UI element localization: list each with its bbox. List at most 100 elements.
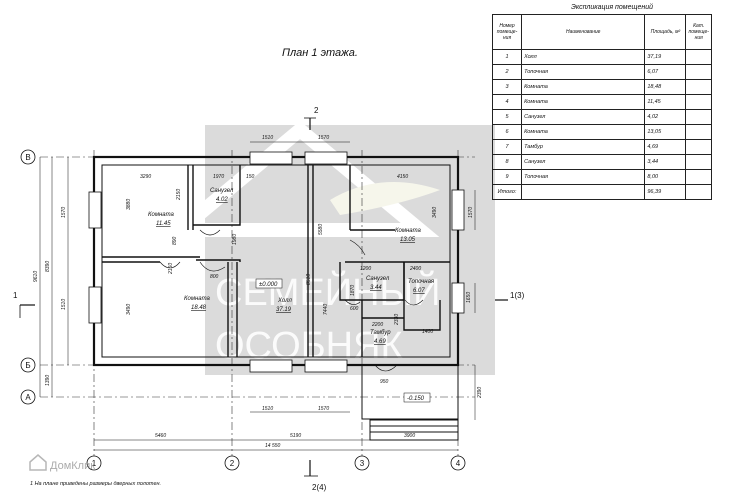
axis-marker-col-4: 4 <box>450 455 466 471</box>
level-mark-porch: -0.150 <box>403 392 431 403</box>
svg-text:1970: 1970 <box>213 174 224 180</box>
level-mark-main: ±0.000 <box>255 278 283 289</box>
svg-text:2390: 2390 <box>477 387 483 399</box>
schedule-grid: Номер помеще-ния Наименование Площадь, м… <box>491 14 712 200</box>
watermark-line-1: СЕМЕЙНЫЙ <box>215 269 441 314</box>
svg-text:1870: 1870 <box>350 285 356 296</box>
porch <box>361 364 459 441</box>
room-label-wc-2: Санузел 3.44 <box>366 276 390 291</box>
svg-text:3490: 3490 <box>432 207 438 218</box>
svg-text:13.05: 13.05 <box>400 237 416 243</box>
room-label-bedroom-1: Комната 11.45 <box>148 212 175 227</box>
table-row: 8 Санузел 3,44 <box>491 154 712 170</box>
svg-text:6.07: 6.07 <box>413 288 425 294</box>
svg-text:2400: 2400 <box>409 266 421 272</box>
section-mark-top: 2 <box>304 106 319 130</box>
svg-text:2150: 2150 <box>176 189 182 201</box>
windows <box>88 151 465 373</box>
axis-marker-col-2: 2 <box>224 455 240 471</box>
room-label-boiler: Топочная 6.07 <box>408 279 435 294</box>
svg-text:1(3): 1(3) <box>510 291 525 300</box>
door-swings <box>159 229 424 372</box>
svg-text:1400: 1400 <box>422 329 433 335</box>
svg-text:3900: 3900 <box>404 433 415 439</box>
svg-text:4.02: 4.02 <box>216 197 228 203</box>
table-row: 3 Комната 18,48 <box>491 79 712 95</box>
svg-text:1510: 1510 <box>262 406 273 412</box>
svg-text:600: 600 <box>350 306 359 312</box>
svg-text:150: 150 <box>246 174 255 180</box>
axis-marker-row-b: Б <box>20 357 36 373</box>
table-row: 5 Санузел 4,02 <box>491 109 712 125</box>
section-mark-right: 1(3) <box>495 291 525 301</box>
room-label-wc-1: Санузел 4.02 <box>210 188 234 203</box>
svg-text:800: 800 <box>210 274 219 280</box>
svg-text:1: 1 <box>13 291 18 300</box>
total-label: Итого: <box>491 184 523 200</box>
svg-text:4: 4 <box>456 459 461 468</box>
room-label-hall: Холл 37.19 <box>276 298 292 313</box>
svg-text:890: 890 <box>172 236 178 245</box>
svg-text:4.69: 4.69 <box>374 339 386 345</box>
svg-text:5190: 5190 <box>290 433 301 439</box>
svg-text:18.48: 18.48 <box>191 305 207 311</box>
svg-text:Санузел: Санузел <box>210 188 234 194</box>
axis-marker-col-1: 1 <box>86 455 102 471</box>
svg-text:1: 1 <box>92 459 97 468</box>
svg-text:8390: 8390 <box>45 261 51 272</box>
table-total-row: Итого: 96,39 <box>491 184 712 200</box>
dimension-labels: 1510 1570 1510 1570 3290 1970 150 4150 3… <box>33 135 483 449</box>
svg-text:7440: 7440 <box>323 304 329 315</box>
plan-title: План 1 этажа. <box>282 47 358 59</box>
section-mark-left: 1 <box>13 291 35 318</box>
svg-text:±0.000: ±0.000 <box>259 282 278 288</box>
svg-text:Санузел: Санузел <box>366 276 390 282</box>
svg-text:Комната: Комната <box>148 212 175 218</box>
svg-text:3: 3 <box>360 459 365 468</box>
svg-text:1510: 1510 <box>61 299 67 310</box>
svg-text:37.19: 37.19 <box>276 307 292 313</box>
svg-text:950: 950 <box>380 379 389 385</box>
svg-text:3.44: 3.44 <box>370 285 382 291</box>
svg-text:2330: 2330 <box>394 314 400 326</box>
svg-text:4150: 4150 <box>397 174 408 180</box>
axis-marker-row-v: В <box>20 149 36 165</box>
table-row: 6 Комната 13,05 <box>491 124 712 140</box>
room-schedule-table: Экспликация помещений Номер помеще-ния Н… <box>491 4 732 204</box>
table-row: 1 Холл 37,19 <box>491 49 712 65</box>
room-label-bedroom-2: Комната 18.48 <box>184 296 211 311</box>
svg-text:3490: 3490 <box>126 304 132 315</box>
axis-marker-col-3: 3 <box>354 455 370 471</box>
svg-text:2(4): 2(4) <box>312 483 327 492</box>
room-label-vestibule: Тамбур 4.69 <box>370 330 391 345</box>
col-header-category: Кат. помеще-ния <box>685 14 712 50</box>
svg-text:9610: 9610 <box>33 271 39 282</box>
svg-text:Б: Б <box>25 361 30 370</box>
svg-text:3290: 3290 <box>140 174 151 180</box>
svg-text:Холл: Холл <box>277 298 292 304</box>
svg-text:5460: 5460 <box>155 433 166 439</box>
svg-text:1570: 1570 <box>318 406 329 412</box>
svg-text:1980: 1980 <box>232 234 238 245</box>
interior-walls <box>102 165 450 357</box>
svg-text:3880: 3880 <box>126 199 132 210</box>
plan-footnote: 1 На плане приведены размеры дверных пол… <box>30 481 161 487</box>
svg-text:Тамбур: Тамбур <box>370 330 391 336</box>
table-row: 7 Тамбур 4,69 <box>491 139 712 155</box>
svg-text:1510: 1510 <box>262 135 273 141</box>
domclick-logo: ДомКлик <box>29 454 95 472</box>
svg-text:11.45: 11.45 <box>156 221 171 227</box>
table-row: 9 Топочная 8,00 <box>491 169 712 185</box>
svg-text:2150: 2150 <box>168 263 174 275</box>
svg-text:2: 2 <box>230 459 235 468</box>
svg-text:1570: 1570 <box>468 207 474 218</box>
dimension-lines <box>39 141 476 451</box>
svg-text:1570: 1570 <box>318 135 329 141</box>
svg-text:1200: 1200 <box>360 266 371 272</box>
svg-text:1650: 1650 <box>466 292 472 303</box>
total-value: 96,39 <box>644 184 687 200</box>
axis-marker-row-a: А <box>20 389 36 405</box>
svg-text:Комната: Комната <box>184 296 211 302</box>
table-row: 4 Комната 11,45 <box>491 94 712 110</box>
